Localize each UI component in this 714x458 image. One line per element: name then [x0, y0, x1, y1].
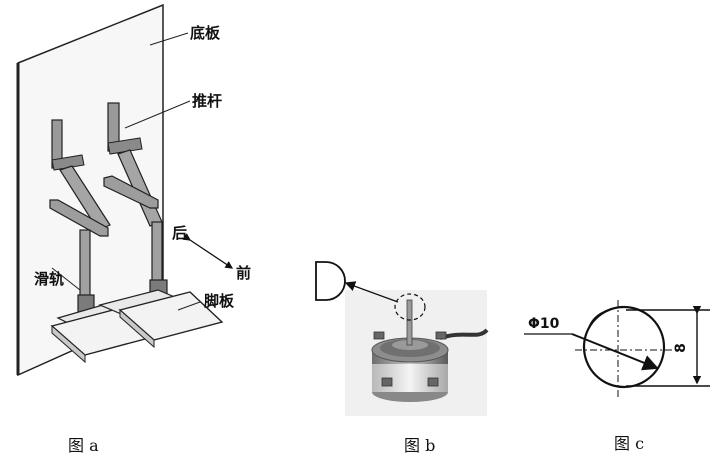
direction-arrow: [182, 233, 234, 269]
label-front: 前: [236, 264, 252, 282]
shaft-highlight: [394, 293, 426, 321]
diameter-leader: [571, 333, 659, 371]
cam-d-profile: [315, 261, 346, 301]
caption-figure-c: 图 c: [614, 434, 645, 453]
figure-a-drawing: [16, 3, 234, 377]
label-push-rod: 推杆: [192, 92, 223, 110]
label-height: 8: [672, 343, 689, 353]
label-rear: 后: [172, 224, 188, 242]
right-leg: [103, 102, 168, 313]
label-base-plate: 底板: [190, 24, 221, 42]
motor-shaft: [406, 299, 413, 346]
figure-c-drawing: [524, 300, 710, 400]
label-foot-plate: 脚板: [204, 292, 235, 310]
label-slide-rail: 滑轨: [34, 270, 65, 288]
label-diameter: Φ10: [528, 316, 560, 332]
figure-b-drawing: [315, 261, 489, 416]
caption-figure-a: 图 a: [68, 436, 99, 455]
shaft-circle: [582, 305, 666, 389]
caption-figure-b: 图 b: [404, 436, 436, 455]
